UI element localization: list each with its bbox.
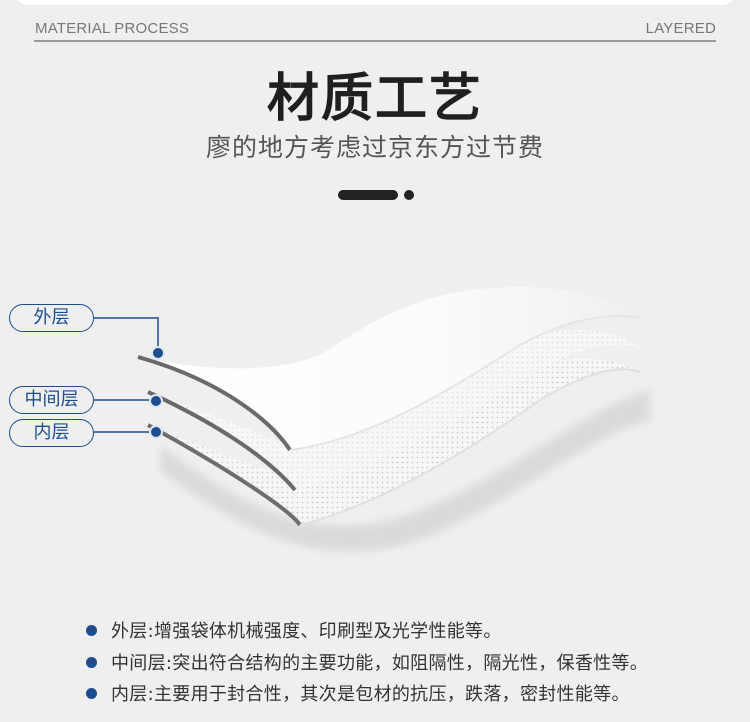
- description-item: 外层:增强袋体机械强度、印刷型及光学性能等。: [86, 617, 502, 643]
- description-text: 内层:主要用于封合性，其次是包材的抗压，跌落，密封性能等。: [111, 684, 630, 705]
- header-left-label: MATERIAL PROCESS: [35, 20, 190, 37]
- leader-lines: [94, 317, 159, 433]
- leader-dots: [149, 346, 165, 439]
- header-divider: [34, 40, 716, 42]
- inner-layer-label: 内层: [9, 419, 94, 447]
- description-text: 中间层:突出符合结构的主要功能，如阻隔性，隔光性，保香性等。: [111, 653, 649, 674]
- page-subtitle: 廖的地方考虑过京东方过节费: [205, 133, 544, 162]
- bullet-icon: [86, 657, 97, 668]
- bullet-icon: [86, 688, 97, 699]
- description-item: 内层:主要用于封合性，其次是包材的抗压，跌落，密封性能等。: [86, 680, 630, 706]
- header-right-label: LAYERED: [645, 20, 716, 37]
- middle-layer-label: 中间层: [9, 386, 94, 414]
- description-item: 中间层:突出符合结构的主要功能，如阻隔性，隔光性，保香性等。: [86, 649, 648, 675]
- top-card: [14, 0, 736, 5]
- outer-layer-sheet: [137, 287, 641, 452]
- outer-layer-label: 外层: [9, 304, 94, 332]
- decorative-bar: [338, 190, 398, 200]
- page-title: 材质工艺: [266, 69, 483, 129]
- decorative-dot: [404, 190, 414, 200]
- bullet-icon: [86, 625, 97, 636]
- description-text: 外层:增强袋体机械强度、印刷型及光学性能等。: [111, 621, 502, 642]
